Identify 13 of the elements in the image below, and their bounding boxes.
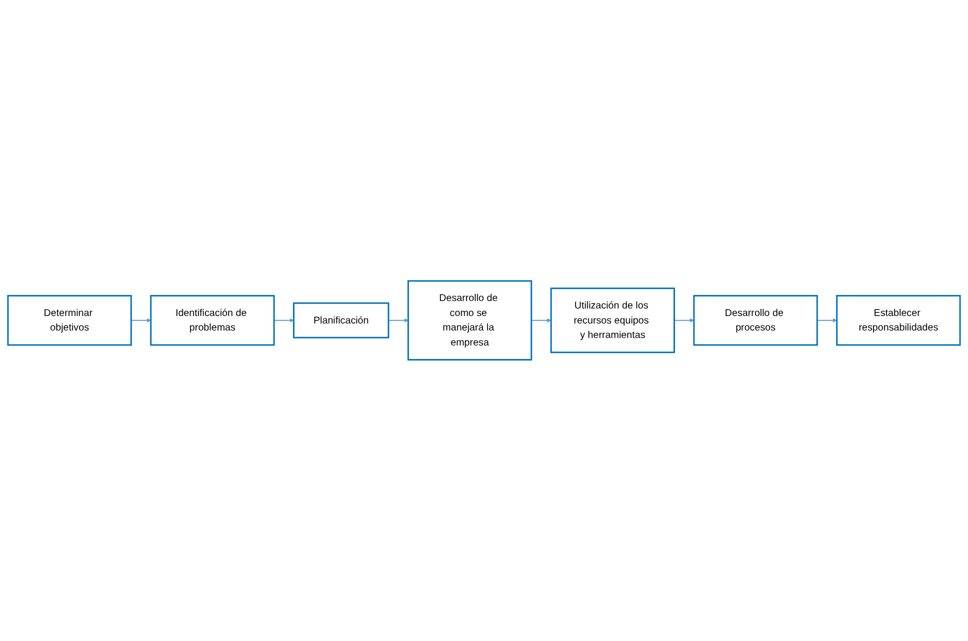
arrow [130,318,152,323]
arrow [388,318,408,323]
node-box: Desarrollo de como se manejará la empresa [407,280,532,361]
node-box: Desarrollo de procesos [693,295,818,346]
arrow [674,318,694,323]
arrow [530,318,552,323]
node-box: Utilización de los recursos equipos y herramientas [550,288,675,354]
node-box: Identificación de problemas [150,295,275,346]
node-box: Planificación [293,302,390,338]
arrow [816,318,838,323]
node-box: Establecer responsabilidades [836,295,961,346]
node-box: Determinar objetivos [7,295,132,346]
arrow [274,318,294,323]
